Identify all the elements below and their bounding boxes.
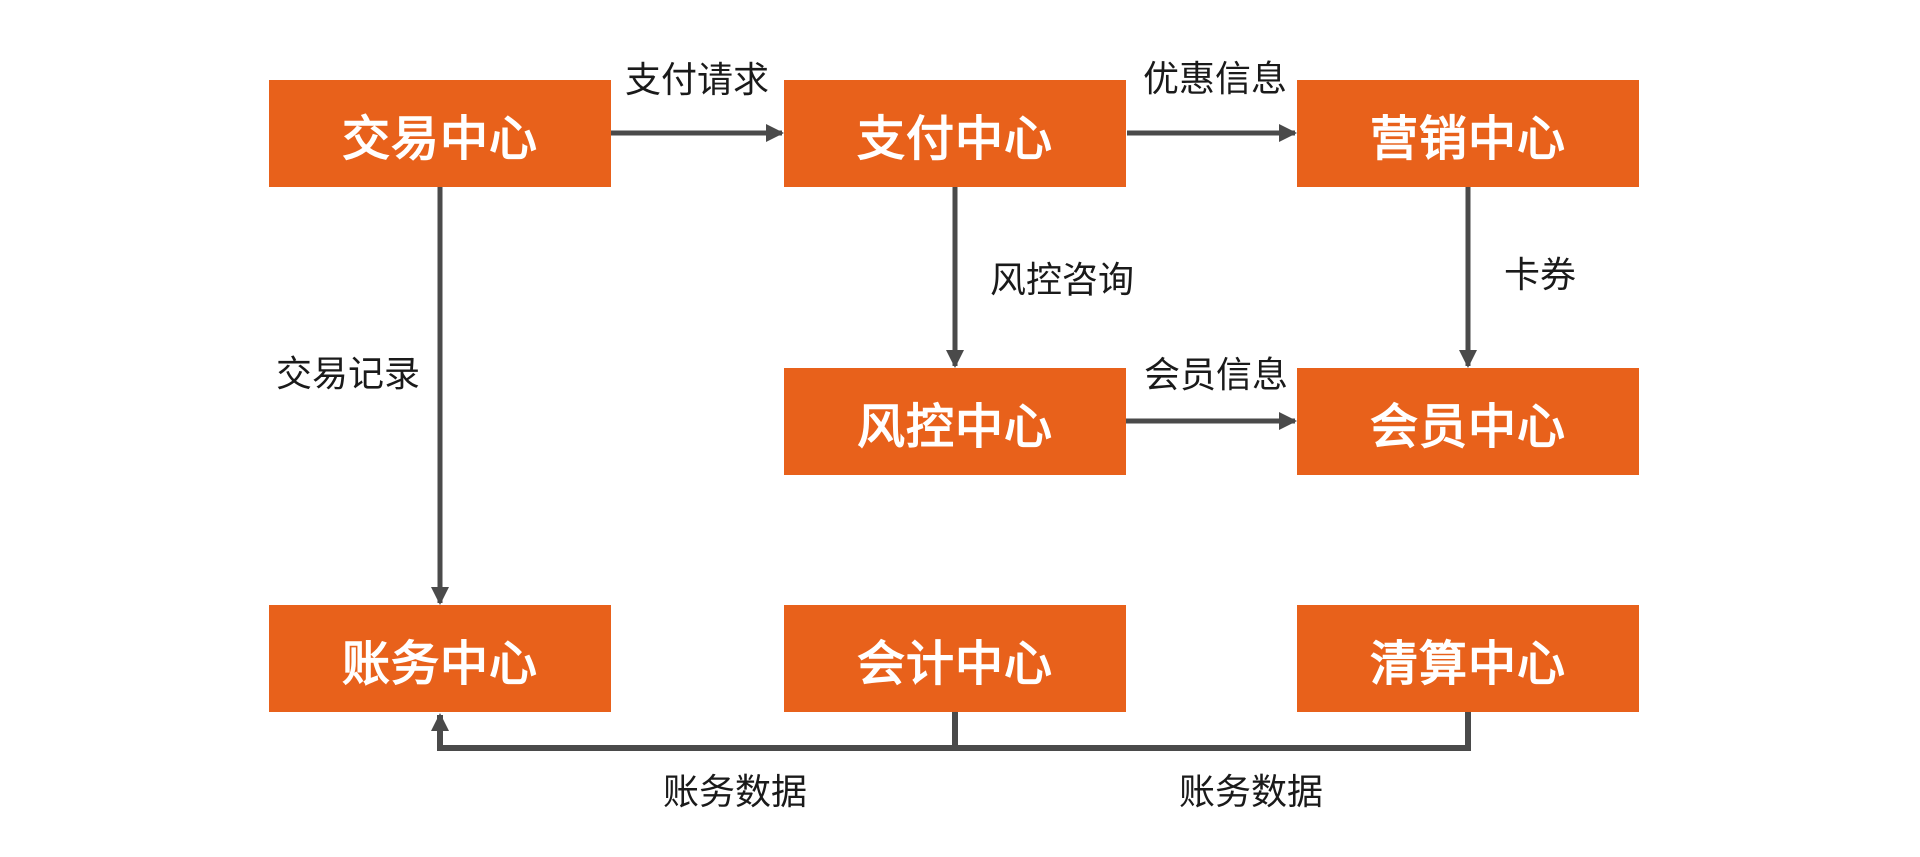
edge-label-member-info: 会员信息 [1143, 354, 1289, 395]
edge-label-risk-consult: 风控咨询 [989, 259, 1135, 300]
edge-label-coupon: 卡券 [1503, 254, 1577, 295]
node-marketing-center: 营销中心 [1297, 80, 1639, 187]
edge-label-payment-request: 支付请求 [624, 59, 770, 100]
node-accounting-center: 会计中心 [784, 605, 1126, 712]
node-trade-center: 交易中心 [269, 80, 611, 187]
node-payment-center: 支付中心 [784, 80, 1126, 187]
node-member-center: 会员中心 [1297, 368, 1639, 475]
edge-label-account-data-left: 账务数据 [662, 771, 808, 812]
edge-label-promo-info: 优惠信息 [1142, 58, 1288, 99]
node-risk-center: 风控中心 [784, 368, 1126, 475]
edge-label-account-data-right: 账务数据 [1178, 771, 1324, 812]
node-account-center: 账务中心 [269, 605, 611, 712]
edge-label-transaction-record: 交易记录 [275, 353, 421, 394]
node-clearing-center: 清算中心 [1297, 605, 1639, 712]
